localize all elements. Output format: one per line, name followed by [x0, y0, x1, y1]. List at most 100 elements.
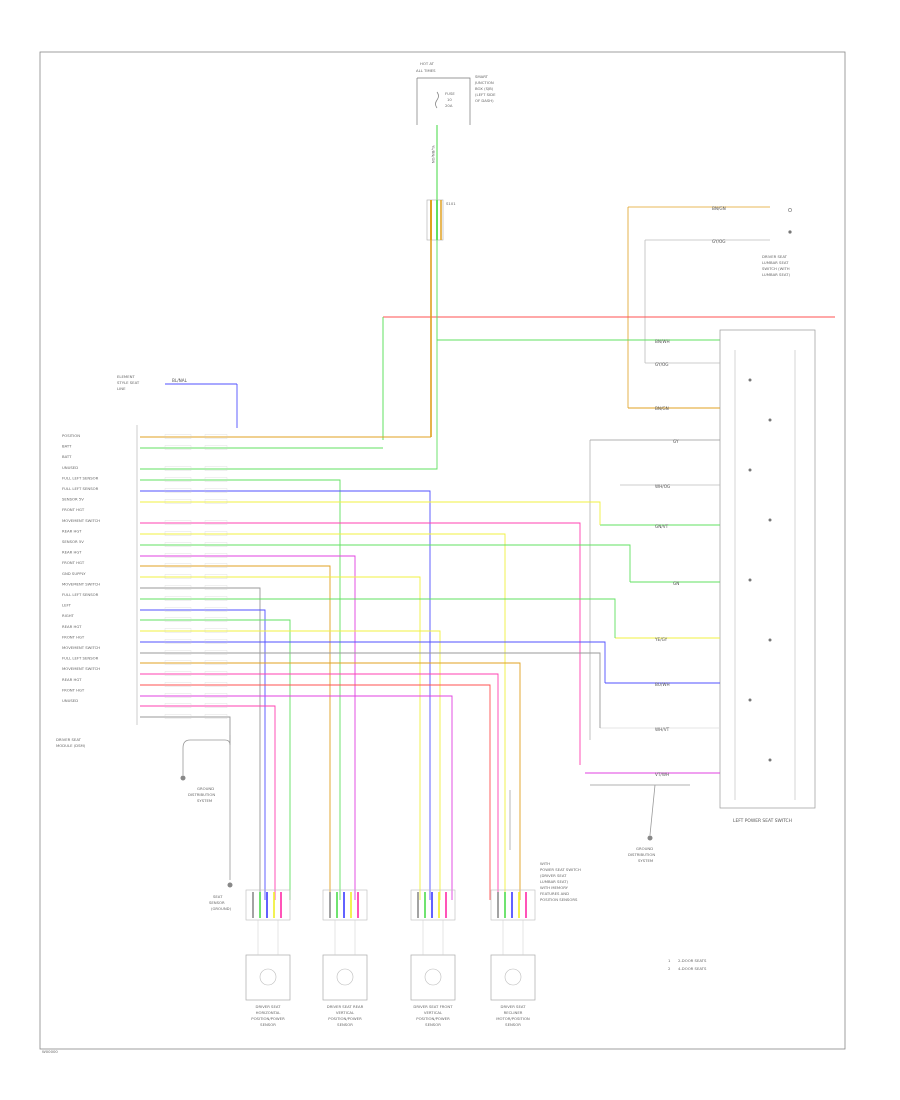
motor-1: DRIVER SEAT REARVERTICALPOSITION/POWERSE…: [322, 889, 368, 1027]
wire-tag: [164, 682, 192, 687]
motor-label: SENSOR: [260, 1022, 276, 1027]
wire-tag: [164, 445, 192, 450]
wire-tag: [204, 607, 228, 612]
note-1: POWER SEAT SWITCH: [540, 867, 581, 872]
wire-tag: [164, 671, 192, 676]
smart-junction-box: HOT AT ALL TIMES FUSE 10 20A SMART JUNCT…: [416, 61, 496, 163]
motor-label: DRIVER SEAT REAR: [327, 1004, 364, 1009]
harness-wire: [140, 544, 631, 582]
lumbar-wire-b: GY/OG: [712, 239, 726, 244]
feed-wire-label: YL/BN/GN: [431, 145, 436, 163]
wire-tag: [164, 714, 192, 719]
wire-tag: [204, 650, 228, 655]
wire-tag: [164, 477, 192, 482]
motor-label: DRIVER SEAT: [256, 1004, 282, 1009]
wire-tag: [204, 628, 228, 633]
lumbar-desc-2: SWITCH (WITH: [762, 266, 790, 271]
wire-tag: [164, 639, 192, 644]
switch-ground: GROUND DISTRIBUTION SYSTEM: [590, 784, 690, 863]
wire-tag: [164, 499, 192, 504]
gnd2-1: SENSOR: [209, 900, 225, 905]
switch-name: LEFT POWER SEAT SWITCH: [733, 818, 792, 824]
wire-tag: [164, 542, 192, 547]
harness-wire: [140, 490, 431, 900]
wire-tag: [204, 445, 228, 450]
motor-symbol: [336, 968, 354, 986]
motor-body: [322, 954, 368, 1001]
module-name-1: MODULE (DSM): [56, 743, 86, 748]
harness-wire: [140, 641, 606, 683]
wire-tag: [164, 434, 192, 439]
sw-gnd-0: GROUND: [636, 846, 653, 851]
wire-tag: [164, 563, 192, 568]
wire-tag: [204, 617, 228, 622]
sw-gnd-2: SYSTEM: [638, 858, 653, 863]
motor-body: [490, 954, 536, 1001]
motor-label: POSITION/POWER: [416, 1016, 450, 1021]
harness-wire: [140, 522, 581, 765]
wire-tag: [204, 477, 228, 482]
fuse-line-0: HOT AT: [420, 61, 435, 66]
module-pin-label: RIGHT: [62, 613, 75, 618]
fuse-line-5: 20A: [445, 103, 453, 108]
wire-tag: [204, 671, 228, 676]
rw-3: GY: [673, 439, 679, 444]
harness-wire: [140, 662, 521, 900]
harness-wire: [140, 555, 356, 900]
module-pin-label: SENSOR 5V: [62, 497, 84, 502]
module-pin-label: GND SUPPLY: [62, 571, 86, 576]
module-pin-label: REAR HGT: [62, 624, 82, 629]
harness-wire: [140, 501, 601, 525]
module-pin-label: FULL LEFT SENSOR: [62, 486, 99, 491]
motor-label: POSITION/POWER: [251, 1016, 285, 1021]
elem-2: LINE: [117, 386, 126, 391]
wire-tag: [204, 531, 228, 536]
motor-label: HORIZONTAL: [256, 1010, 282, 1015]
lumbar-desc-1: LUMBAR SEAT: [762, 260, 789, 265]
rw-2: BN/GN: [655, 406, 669, 411]
module-pin-label: BATT: [62, 444, 72, 449]
lumbar-wire-a: BN/GN: [712, 206, 726, 211]
module-pin-label: UNUSED: [62, 698, 78, 703]
lumbar-desc-0: DRIVER SEAT: [762, 254, 788, 259]
sw-gnd-1: DISTRIBUTION: [628, 852, 655, 857]
harness-wire: [140, 630, 441, 900]
harness-wire: [140, 340, 438, 470]
motor-label: VERTICAL: [336, 1010, 355, 1015]
lumbar-switch: BN/GN GY/OG DRIVER SEAT LUMBAR SEAT SWIT…: [627, 206, 792, 408]
wire-tag: [164, 617, 192, 622]
module-ground: GROUND DISTRIBUTION SYSTEM SEAT SENSOR (…: [180, 735, 233, 911]
module-pin-label: FULL LEFT SENSOR: [62, 475, 99, 480]
motor-body: [410, 954, 456, 1001]
module-pin-label: REAR HGT: [62, 550, 82, 555]
motor-label: DRIVER SEAT FRONT: [413, 1004, 453, 1009]
harness-wire: [140, 533, 506, 900]
legend-key-1: 2: [668, 966, 671, 971]
wire-tag: [204, 542, 228, 547]
lumbar-desc-3: LUMBAR SEAT): [762, 272, 790, 277]
wire-tag: [204, 596, 228, 601]
harness-wire: [140, 619, 291, 900]
module-pin-label: FRONT HGT: [62, 560, 85, 565]
module-pin-label: LEFT: [62, 603, 72, 608]
rw-9: WH/VT: [655, 727, 670, 732]
module-pin-label: BATT: [62, 454, 72, 459]
motor-symbol: [424, 968, 442, 986]
motor-symbol: [504, 968, 522, 986]
module-pin-label: FULL LEFT SENSOR: [62, 592, 99, 597]
module-pin-label: UNUSED: [62, 465, 78, 470]
harness-wire: [140, 598, 616, 638]
elem-0: ELEMENT: [117, 374, 135, 379]
driver-seat-module: DRIVER SEAT MODULE (DSM) POSITIONBATTBAT…: [56, 425, 138, 748]
module-pin-label: FRONT HGT: [62, 687, 85, 692]
feed-splice: S101: [426, 199, 456, 241]
module-pin-label: SENSOR 5V: [62, 539, 84, 544]
rw-5: GN/VT: [655, 524, 669, 529]
wire-tag: [204, 703, 228, 708]
legend-text-0: 2-DOOR SEATS: [678, 958, 707, 963]
motor-label: MOTOR/POSITION: [496, 1016, 530, 1021]
wire-tag: [164, 628, 192, 633]
harness-wire: [140, 695, 453, 900]
